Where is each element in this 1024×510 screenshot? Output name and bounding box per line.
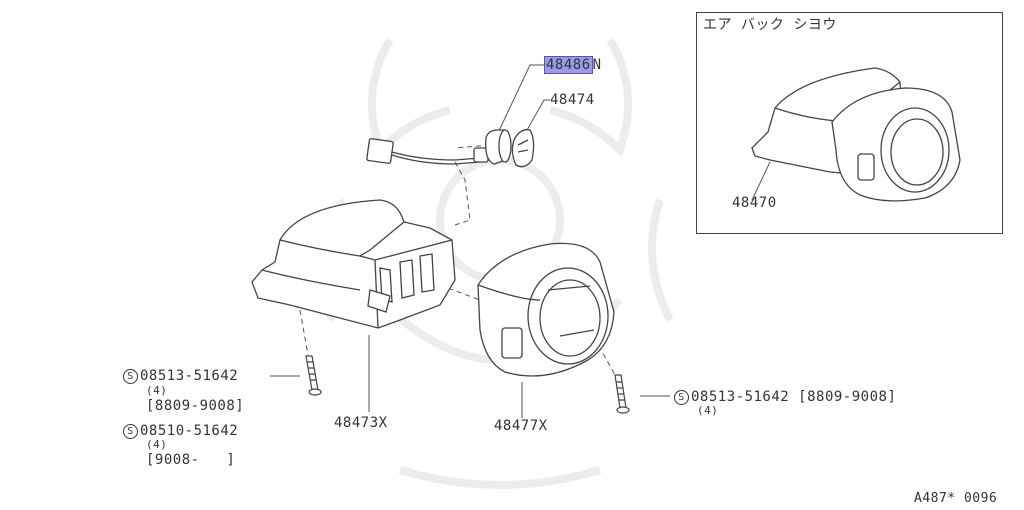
part-suffix: N [592, 57, 602, 73]
part-label-48473x[interactable]: 48473X [334, 415, 388, 431]
screw-qty: (4) [146, 384, 168, 397]
screw-dates: [8809-9008] [798, 389, 897, 405]
screw-number: 08513-51642 [691, 389, 790, 405]
diagram-code: A487* 0096 [914, 491, 998, 506]
leader-lines [270, 64, 771, 418]
connector-harness [366, 138, 489, 165]
part-48473x-shape [251, 199, 456, 329]
screw-dates: [9008- ] [146, 452, 236, 468]
part-48486-shape [485, 129, 512, 165]
part-48474-shape [511, 129, 535, 168]
part-48477x-shape [477, 242, 615, 377]
screw-qty: (4) [146, 438, 168, 451]
inset-title: エア バック シヨウ [703, 17, 837, 33]
s-mark-icon: S [123, 424, 138, 439]
screw-number: 08513-51642 [140, 368, 239, 384]
screws [305, 355, 630, 414]
airbag-inset-box: エア バック シヨウ 48470 [696, 12, 1003, 234]
s-mark-icon: S [123, 369, 138, 384]
screw-dates: [8809-9008] [146, 398, 245, 414]
part-label-48474[interactable]: 48474 [550, 92, 595, 108]
screw-qty: (4) [697, 404, 719, 417]
highlighted-part-number[interactable]: 48486 [544, 56, 593, 74]
s-mark-icon: S [674, 390, 689, 405]
part-label-48477x[interactable]: 48477X [494, 418, 548, 434]
screw-number: 08510-51642 [140, 423, 239, 439]
part-label-48470[interactable]: 48470 [732, 195, 777, 211]
dashed-lines [299, 144, 616, 376]
inset-assembly-shape [751, 67, 961, 202]
